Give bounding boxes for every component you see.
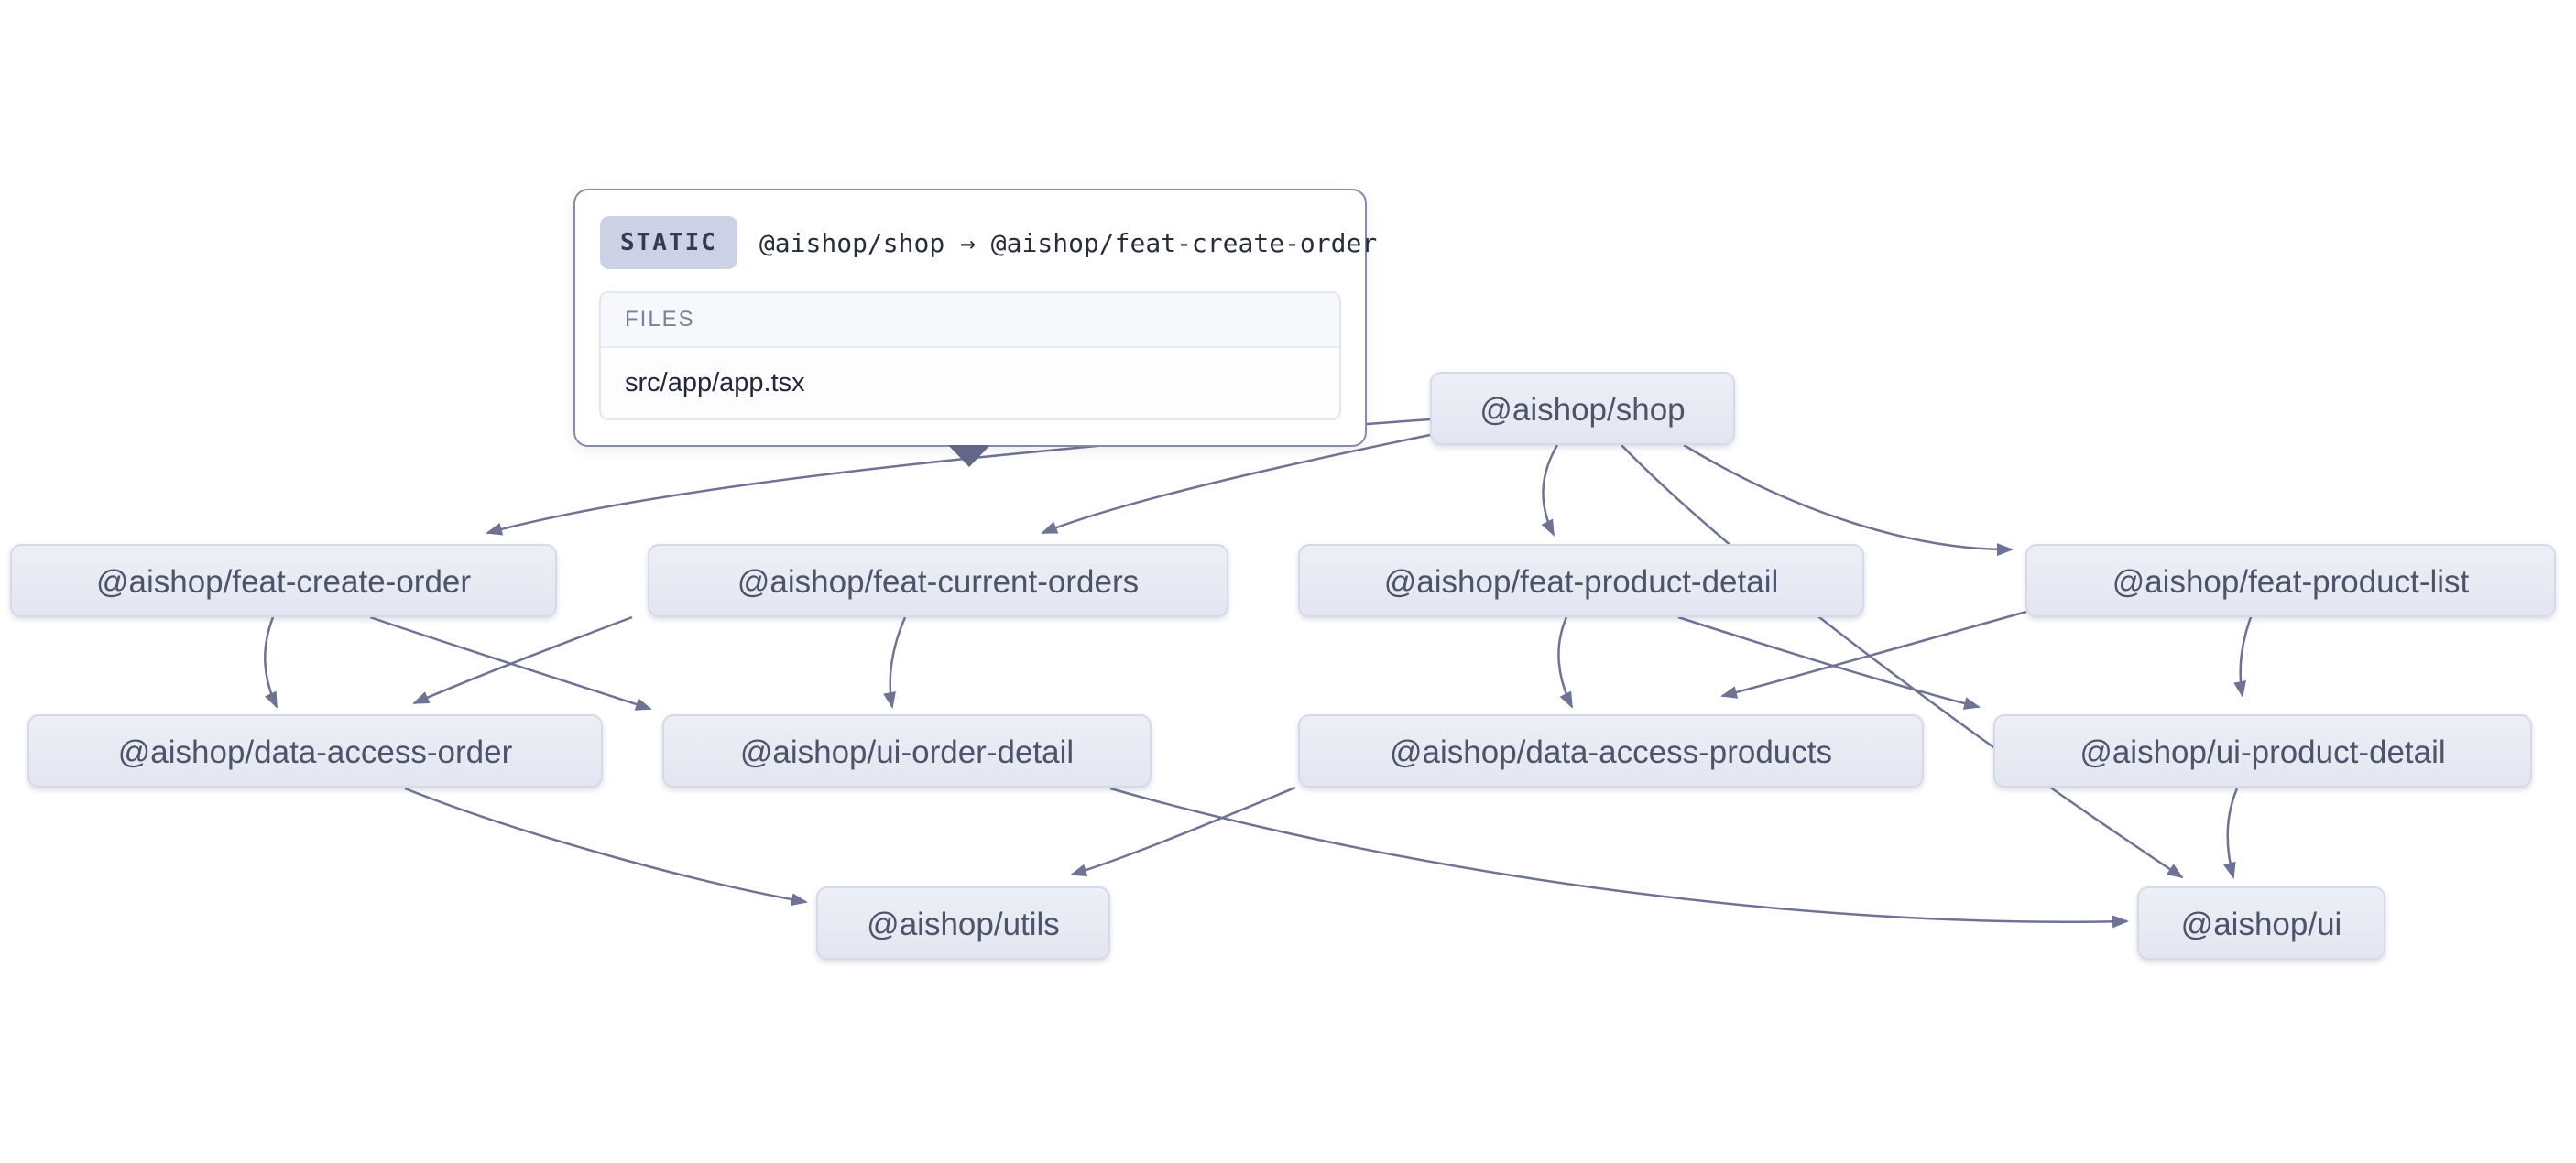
- graph-node-aishop-ui[interactable]: @aishop/ui: [2137, 886, 2385, 960]
- graph-node-aishop-utils[interactable]: @aishop/utils: [816, 886, 1110, 960]
- edge-shop-to-ui[interactable]: [1621, 444, 2184, 879]
- edge-shop-to-feat-product-list[interactable]: [1683, 443, 2014, 557]
- files-panel: FILES src/app/app.tsx: [599, 291, 1341, 420]
- edge-feat-create-order-to-ui-order-detail[interactable]: [369, 615, 652, 711]
- graph-node-aishop-shop[interactable]: @aishop/shop: [1430, 372, 1735, 445]
- graph-node-aishop-feat-create-order[interactable]: @aishop/feat-create-order: [10, 544, 557, 617]
- edge-ui-product-detail-to-ui[interactable]: [2223, 788, 2239, 879]
- edge-tooltip-header: STATIC @aishop/shop → @aishop/feat-creat…: [600, 216, 1377, 269]
- dependency-label: @aishop/shop → @aishop/feat-create-order: [759, 227, 1378, 258]
- edge-feat-current-orders-to-data-access-order[interactable]: [412, 615, 633, 705]
- edge-tooltip: STATIC @aishop/shop → @aishop/feat-creat…: [573, 189, 1377, 447]
- edge-data-access-products-to-utils[interactable]: [1070, 786, 1296, 877]
- dependency-type-badge: STATIC: [600, 216, 737, 269]
- edge-feat-current-orders-to-ui-order-detail[interactable]: [883, 616, 907, 709]
- edge-ui-order-detail-to-ui[interactable]: [1109, 787, 2129, 929]
- graph-node-aishop-feat-product-detail[interactable]: @aishop/feat-product-detail: [1298, 544, 1864, 617]
- files-panel-header: FILES: [601, 293, 1339, 348]
- graph-node-aishop-feat-current-orders[interactable]: @aishop/feat-current-orders: [648, 544, 1228, 617]
- edge-feat-product-detail-to-data-access-products[interactable]: [1557, 616, 1574, 709]
- edge-shop-to-feat-product-detail[interactable]: [1541, 444, 1559, 537]
- graph-node-aishop-data-access-products[interactable]: @aishop/data-access-products: [1298, 714, 1924, 788]
- edge-feat-create-order-to-data-access-order[interactable]: [264, 616, 278, 709]
- edge-feat-product-list-to-ui-product-detail[interactable]: [2233, 609, 2255, 698]
- graph-node-aishop-feat-product-list[interactable]: @aishop/feat-product-list: [2025, 544, 2556, 617]
- graph-node-aishop-data-access-order[interactable]: @aishop/data-access-order: [27, 714, 603, 788]
- edge-data-access-order-to-utils[interactable]: [404, 787, 808, 907]
- file-path-item: src/app/app.tsx: [625, 368, 805, 397]
- graph-node-aishop-ui-order-detail[interactable]: @aishop/ui-order-detail: [662, 714, 1152, 788]
- graph-node-aishop-ui-product-detail[interactable]: @aishop/ui-product-detail: [1993, 714, 2532, 788]
- tooltip-caret: [948, 445, 990, 467]
- edge-shop-to-feat-current-orders[interactable]: [1041, 433, 1431, 535]
- edge-feat-product-list-to-data-access-products[interactable]: [1720, 610, 2027, 699]
- edge-feat-product-detail-to-ui-product-detail[interactable]: [1677, 615, 1981, 710]
